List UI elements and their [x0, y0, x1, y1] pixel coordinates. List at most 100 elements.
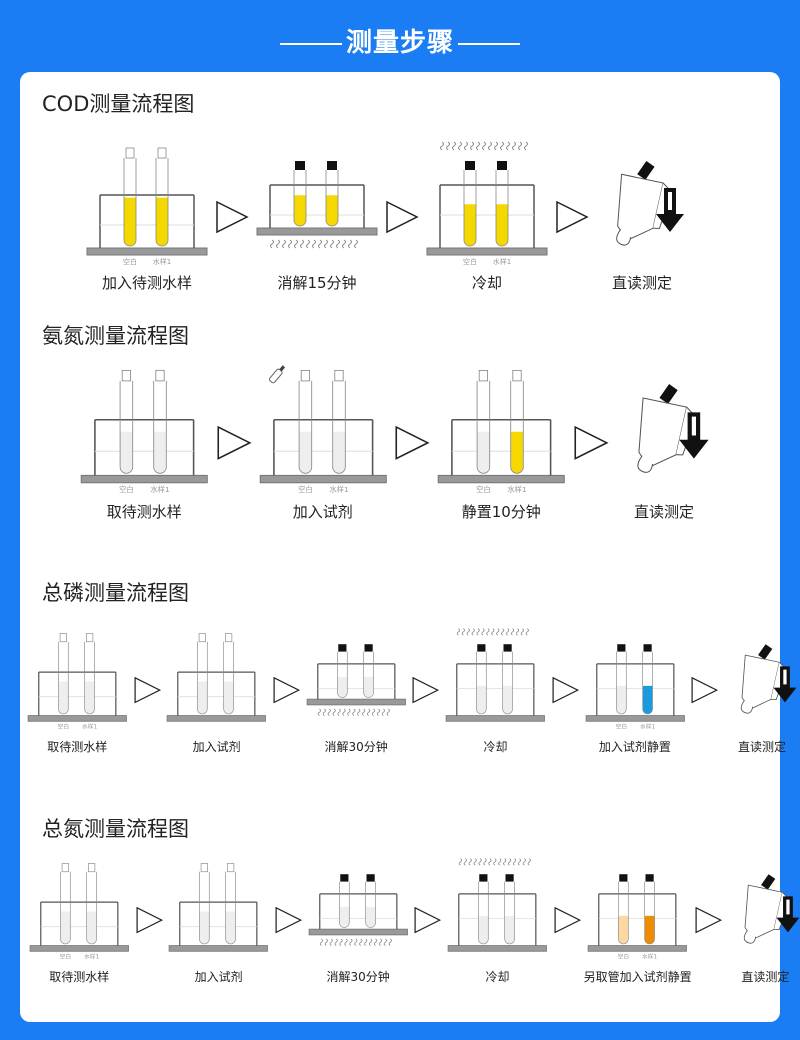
- tube-label: 空白: [58, 723, 69, 731]
- rack-base: [587, 945, 688, 952]
- heat-wave: [306, 239, 310, 249]
- heat-wave: [501, 628, 505, 636]
- tube-liquid: [124, 197, 136, 246]
- test-tube: [199, 863, 210, 945]
- heat-waves-icon: [458, 858, 532, 866]
- test-tube: [60, 863, 71, 945]
- tube-neck: [201, 863, 209, 873]
- step-label: 加入试剂: [192, 739, 241, 754]
- tube-liquid: [60, 911, 71, 944]
- test-tube-rack-illustration: [445, 628, 546, 722]
- test-tube: [641, 644, 653, 715]
- heat-wave: [381, 708, 385, 716]
- tube-label: 水样1: [507, 485, 526, 494]
- heat-wave: [494, 141, 498, 151]
- heat-wave: [527, 858, 532, 866]
- heat-wave: [493, 858, 497, 866]
- tube-outline: [331, 380, 346, 474]
- tube-label: 空白: [618, 953, 629, 961]
- heat-waves-icon: [456, 628, 530, 636]
- test-tube: [495, 161, 509, 247]
- tube-outline: [365, 881, 376, 928]
- tube-outline: [84, 641, 95, 715]
- tube-liquid: [153, 431, 167, 474]
- tube-outline: [123, 158, 137, 247]
- test-tube: [293, 161, 307, 227]
- heat-wave: [486, 628, 490, 636]
- section-title: 总氮测量流程图: [42, 817, 189, 841]
- step-arrow-icon: [552, 676, 579, 704]
- heat-wave: [376, 708, 380, 716]
- heat-wave: [512, 141, 516, 151]
- tube-liquid: [496, 204, 508, 246]
- step-label: 消解30分钟: [326, 969, 390, 984]
- process-step: 加入试剂: [165, 857, 272, 985]
- tube-neck: [87, 863, 96, 873]
- test-tube-rack-illustration: [167, 633, 267, 722]
- arrow-highlight: [691, 416, 696, 436]
- rack-base: [308, 928, 408, 936]
- tube-label: 水样1: [153, 257, 171, 266]
- meter-sensor: [636, 455, 653, 473]
- tube-outline: [58, 641, 69, 715]
- test-tube-rack-illustration: [256, 161, 378, 249]
- tube-label: 水样1: [84, 953, 99, 961]
- step-arrow: [270, 627, 303, 738]
- step-label: 直读测定: [633, 502, 694, 521]
- heat-wave: [440, 141, 444, 151]
- heat-wave: [351, 708, 356, 716]
- rack-base: [426, 247, 548, 256]
- tube-label: 空白: [119, 485, 134, 494]
- heat-wave: [496, 628, 500, 636]
- probe-cap: [758, 644, 773, 660]
- tube-label: 水样1: [329, 485, 348, 494]
- heat-wave: [330, 239, 334, 249]
- tube-cap: [505, 874, 514, 882]
- tube-neck: [85, 633, 94, 643]
- step-arrow-icon: [275, 906, 303, 934]
- test-tube: [84, 633, 95, 715]
- tube-liquid: [224, 681, 234, 714]
- step-arrow-icon: [412, 676, 440, 704]
- tube-outline: [225, 871, 237, 945]
- heat-wave: [488, 141, 492, 151]
- arrow-triangle: [695, 906, 722, 934]
- test-tube: [153, 369, 167, 474]
- tube-cap: [366, 874, 375, 882]
- heat-wave: [334, 938, 338, 946]
- section-title: 总磷测量流程图: [42, 581, 189, 605]
- arrow-triangle: [412, 676, 440, 704]
- test-tube: [58, 633, 69, 715]
- step-arrow: [411, 857, 444, 968]
- test-tube-rack-illustration: 空白水样1: [86, 147, 208, 266]
- arrow-triangle: [386, 200, 419, 234]
- test-tube-rack-illustration: 空白水样1: [27, 633, 127, 731]
- heat-wave: [349, 938, 353, 946]
- tube-neck: [225, 633, 233, 643]
- meter-body: [741, 654, 780, 710]
- test-tube-rack-illustration: [308, 874, 408, 946]
- heat-wave: [506, 628, 510, 636]
- process-step: 直读测定: [592, 140, 692, 293]
- test-tube: [123, 147, 137, 247]
- tube-outline: [476, 651, 487, 715]
- tube-cap: [619, 874, 628, 882]
- tube-liquid: [504, 915, 515, 944]
- meter-illustration: [636, 384, 709, 473]
- test-tube: [502, 644, 514, 715]
- tube-outline: [495, 170, 509, 247]
- step-arrow: [272, 857, 305, 968]
- tube-cap: [340, 874, 349, 882]
- arrow-triangle: [556, 200, 589, 234]
- tube-cap: [477, 644, 486, 652]
- heat-wave: [478, 858, 482, 866]
- step-arrow: [391, 362, 433, 503]
- tube-outline: [119, 380, 134, 474]
- tube-outline: [618, 881, 629, 945]
- heat-wave: [358, 938, 363, 946]
- heat-wave: [339, 938, 343, 946]
- tube-outline: [223, 641, 235, 715]
- process-step: 直读测定: [612, 362, 717, 522]
